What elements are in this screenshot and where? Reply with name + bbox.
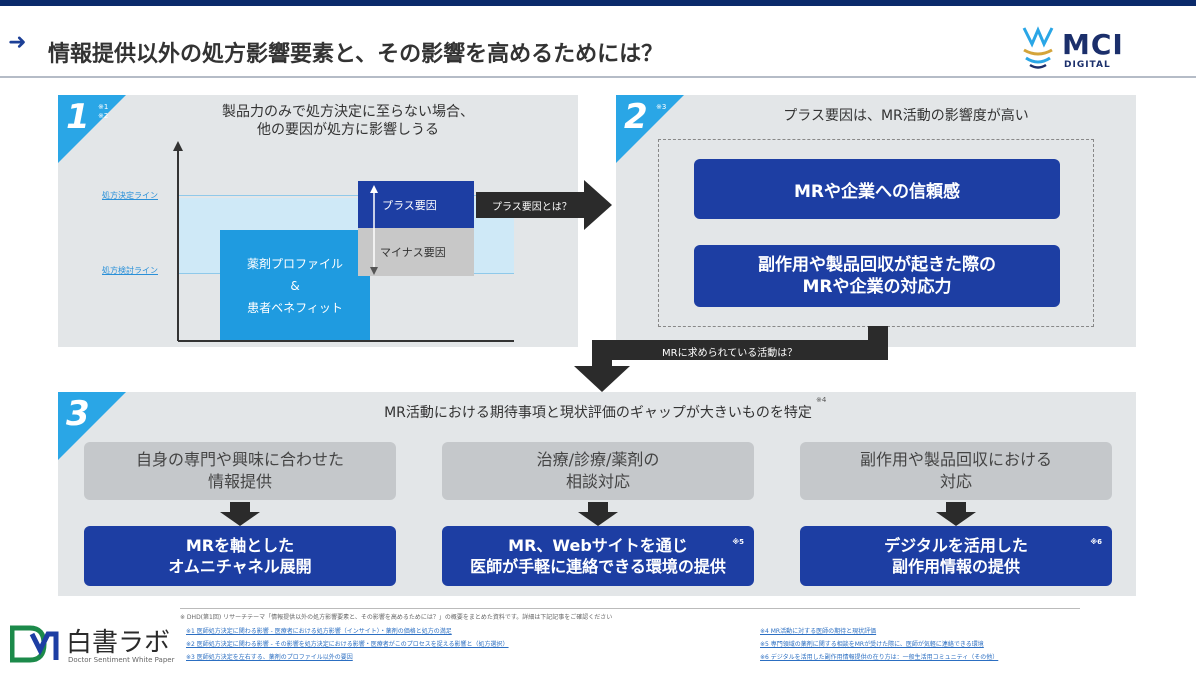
corner-badge xyxy=(58,95,126,163)
expectation-2-line-2: 相談対応 xyxy=(565,472,630,491)
mci-logo-mark-icon xyxy=(1022,26,1054,69)
response-line-2: MRや企業の対応力 xyxy=(802,277,952,297)
logo-subtext: Doctor Sentiment White Paper xyxy=(68,656,175,664)
expectation-3-line-1: 副作用や製品回収における xyxy=(859,450,1052,469)
hakusho-labo-logo: 白書ラボ Doctor Sentiment White Paper xyxy=(10,622,190,668)
consider-line-label: 処方検討ライン xyxy=(102,266,158,275)
solution-2-line-1: MR、Webサイトを通じ xyxy=(508,536,688,555)
page-title: 情報提供以外の処方影響要素と、その影響を高めるためには？ xyxy=(48,42,664,67)
solution-3-line-1: デジタルを活用した xyxy=(884,536,1028,555)
panel-3-title: MR活動における期待事項と現状評価のギャップが大きいものを特定 xyxy=(384,405,812,421)
solution-box-3: ※6 デジタルを活用した副作用情報の提供 xyxy=(800,526,1112,586)
expectation-2-line-1: 治療/診療/薬剤の xyxy=(536,450,660,469)
panel-3: 3 MR活動における期待事項と現状評価のギャップが大きいものを特定 ※4 自身の… xyxy=(58,392,1136,596)
footnote-ref: ※5 xyxy=(732,538,744,546)
panel-number: 3 xyxy=(66,394,90,434)
product-label-2: & xyxy=(290,279,300,293)
footnote-ref: ※3 xyxy=(656,103,667,111)
logo-text: MCI xyxy=(1062,28,1124,61)
footer-divider xyxy=(180,608,1080,609)
panel-number: 1 xyxy=(66,97,90,137)
down-arrow-icon xyxy=(220,502,260,526)
panel-1-title: 製品力のみで処方決定に至らない場合、 他の要因が処方に影響しうる xyxy=(178,103,518,139)
solution-1-line-2: オムニチャネル展開 xyxy=(168,557,312,576)
corner-badge xyxy=(616,95,684,163)
expectation-box-2: 治療/診療/薬剤の相談対応 xyxy=(442,442,754,500)
plus-factor-bar: プラス要因 xyxy=(358,181,474,228)
expectation-3-line-2: 対応 xyxy=(939,472,972,491)
expectation-box-1: 自身の専門や興味に合わせた情報提供 xyxy=(84,442,396,500)
plus-label: プラス要因 xyxy=(382,198,437,212)
product-power-bar: 薬剤プロファイル & 患者ベネフィット xyxy=(220,230,370,342)
minus-label: マイナス要因 xyxy=(380,246,446,259)
arrow-down-label: MRに求められている活動は？ xyxy=(662,348,798,359)
solution-box-2: ※5 MR、Webサイトを通じ医師が手軽に連絡できる環境の提供 xyxy=(442,526,754,586)
header: ➜ 情報提供以外の処方影響要素と、その影響を高めるためには？ MCI DIGIT… xyxy=(0,6,1196,78)
solution-2-line-2: 医師が手軽に連絡できる環境の提供 xyxy=(470,557,726,576)
response-line-1: 副作用や製品回収が起きた際の xyxy=(758,255,996,275)
panel-2: 2 ※3 プラス要因は、MR活動の影響度が高い MRや企業への信頼感 副作用や製… xyxy=(616,95,1136,347)
panel-number: 2 xyxy=(624,97,648,137)
footnote-5[interactable]: ※5 専門領域の薬剤に関する相談をMRが受けた際に、医師が気軽に連絡できる環境 xyxy=(760,641,984,648)
logo-subtext: DIGITAL xyxy=(1064,60,1111,70)
expectation-1-line-1: 自身の専門や興味に合わせた xyxy=(135,450,344,469)
footnote-2[interactable]: ※2 医師処方決定に関わる影響 - その影響を処方決定における影響・医療者がこの… xyxy=(186,641,509,648)
logo-text: 白書ラボ xyxy=(66,628,171,658)
arrow-down-connector-icon xyxy=(574,326,888,392)
expectation-box-3: 副作用や製品回収における対応 xyxy=(800,442,1112,500)
hakusho-logo-mark-icon xyxy=(10,625,59,663)
title-footnote-ref: ※4 xyxy=(816,396,827,404)
decision-line-label: 処方決定ライン xyxy=(102,191,158,200)
product-label-3: 患者ベネフィット xyxy=(247,301,343,315)
chart-axes xyxy=(173,141,514,342)
solution-box-1: MRを軸としたオムニチャネル展開 xyxy=(84,526,396,586)
footer-intro: ※ DHD(第1回) リサーチテーマ「情報提供以外の処方影響要素と、その影響を高… xyxy=(180,614,613,621)
footnote-4[interactable]: ※4 MR活動に対する医師の期待と現状評価 xyxy=(760,628,877,635)
solution-3-line-2: 副作用情報の提供 xyxy=(891,557,1020,576)
panel-2-title: プラス要因は、MR活動の影響度が高い xyxy=(783,108,1029,124)
arrow-right-connector-icon xyxy=(476,180,612,230)
title-line-1: 製品力のみで処方決定に至らない場合、 xyxy=(222,104,474,120)
footnote-ref: ※1 ※2 xyxy=(98,103,109,120)
mci-digital-logo: MCI DIGITAL xyxy=(1020,24,1130,72)
top-accent-bar xyxy=(0,0,1196,6)
footnote-6[interactable]: ※6 デジタルを活用した副作用情報提供の在り方は：一般生活用コミュニティ（その他… xyxy=(760,654,999,661)
solution-1-line-1: MRを軸とした xyxy=(185,536,295,555)
title-line-2: 他の要因が処方に影響しうる xyxy=(257,122,439,138)
decision-line xyxy=(178,195,514,196)
down-arrow-icon xyxy=(936,502,976,526)
footnote-3[interactable]: ※3 医師処方決定を左右する、薬剤のプロファイル以外の要因 xyxy=(186,654,353,661)
arrow-right-label: プラス要因とは？ xyxy=(492,202,572,213)
arrow-right-icon: ➜ xyxy=(8,30,27,55)
footnote-1[interactable]: ※1 医師処方決定に関わる影響 - 医療者における処方影響（インサイト）・薬剤の… xyxy=(186,628,452,635)
trust-box: MRや企業への信頼感 xyxy=(694,159,1060,219)
down-arrow-icon xyxy=(578,502,618,526)
footnote-ref: ※6 xyxy=(1090,538,1102,546)
panel-1: 1 ※1 ※2 製品力のみで処方決定に至らない場合、 他の要因が処方に影響しうる… xyxy=(58,95,578,347)
response-box: 副作用や製品回収が起きた際の MRや企業の対応力 xyxy=(694,245,1060,307)
expectation-1-line-2: 情報提供 xyxy=(207,472,272,491)
product-label-1: 薬剤プロファイル xyxy=(246,257,343,271)
